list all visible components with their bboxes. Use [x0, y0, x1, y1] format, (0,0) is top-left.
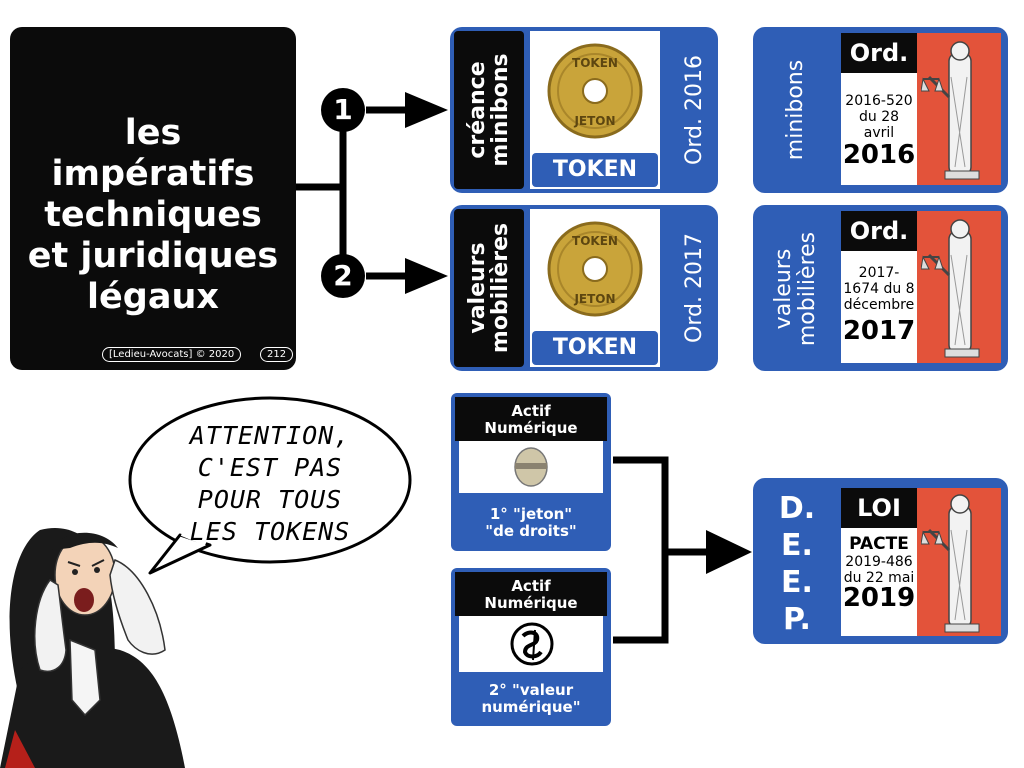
ord-detail-line: du 28 — [858, 109, 900, 125]
title-line-5: légaux — [87, 277, 219, 317]
lawyer-character-illustration — [0, 528, 185, 768]
token-card-2-image-area: TOKEN JETON TOKEN — [530, 209, 660, 367]
actif-card-1: Actif Numérique 1° "jeton" "de droits" — [451, 393, 611, 551]
coin-top-text: TOKEN — [572, 234, 618, 248]
token-coin-icon — [514, 447, 548, 487]
coin-bottom-text: JETON — [573, 292, 615, 306]
ord-card-2016-flag — [917, 33, 1001, 185]
token-label-2: TOKEN — [532, 331, 658, 365]
ord-label-1: Ord. 2016 — [682, 55, 707, 165]
loi-pacte-card: D. E. E. P. LOI PACTE 2019-486 du 22 mai… — [753, 478, 1008, 644]
actif-card-2-header: Actif Numérique — [455, 572, 607, 616]
ord-card-2017-year: 2017 — [842, 316, 916, 346]
loi-detail-line: du 22 mai — [843, 570, 915, 586]
token-card-2-side: valeurs mobilières — [454, 209, 524, 367]
loi-card-year: 2019 — [842, 583, 916, 613]
ord-detail-line: 2017- — [858, 265, 900, 281]
actif-card-1-header: Actif Numérique — [455, 397, 607, 441]
page-number: 212 — [260, 347, 294, 362]
token-label-1: TOKEN — [532, 153, 658, 187]
title-line-4: et juridiques — [27, 236, 279, 276]
token-coin-icon: TOKEN JETON — [547, 221, 643, 317]
ord-label-2: Ord. 2017 — [682, 233, 707, 343]
justice-statue-icon — [921, 41, 980, 180]
ord-card-2016-body: 2016-520 du 28 avril 2016 — [841, 73, 917, 185]
main-title-box: les impératifs techniques et juridiques … — [10, 27, 296, 370]
loi-card-body: PACTE 2019-486 du 22 mai 2019 — [841, 528, 917, 636]
ord-card-2016-side: minibons — [783, 59, 808, 161]
loi-detail-line: 2019-486 — [845, 554, 913, 570]
actif-card-2-footer: 2° "valeur numérique" — [481, 681, 581, 716]
title-line-2: impératifs — [51, 154, 255, 194]
security-token-icon — [510, 622, 554, 666]
ord-card-2017: valeurs mobilières Ord. 2017- 1674 du 8 … — [753, 205, 1008, 371]
token-card-1-side: créance minibons — [454, 31, 524, 189]
ord-detail-line: avril — [863, 125, 895, 141]
ord-card-2017-side: valeurs mobilières — [771, 231, 820, 347]
token-card-1: créance minibons TOKEN JETON TOKEN Ord. … — [450, 27, 718, 193]
credit-label: [Ledieu-Avocats] © 2020 — [102, 347, 242, 362]
ord-detail-line: 1674 du 8 — [843, 281, 915, 297]
actif-card-2-image — [459, 616, 603, 672]
ord-detail-line: 2016-520 — [845, 93, 913, 109]
speech-bubble — [128, 396, 412, 575]
actif-card-2: Actif Numérique 2° "valeur numérique" — [451, 568, 611, 726]
loi-card-title: PACTE — [849, 534, 909, 554]
branch-number-1: 1 — [321, 88, 365, 132]
token-card-1-side-text: créance minibons — [465, 53, 513, 167]
token-card-2-side-text: valeurs mobilières — [465, 222, 513, 354]
loi-card-header: LOI — [841, 488, 917, 528]
ord-detail-line: décembre — [843, 297, 915, 313]
token-card-2: valeurs mobilières TOKEN JETON TOKEN Ord… — [450, 205, 718, 371]
ord-card-2017-body: 2017- 1674 du 8 décembre 2017 — [841, 251, 917, 363]
ord-card-2017-flag — [917, 211, 1001, 363]
title-line-3: techniques — [44, 195, 262, 235]
loi-card-side-letters: D. E. E. P. — [778, 491, 816, 637]
speech-bubble-text: ATTENTION, C'EST PAS POUR TOUS LES TOKEN… — [189, 421, 351, 546]
loi-card-flag — [917, 488, 1001, 636]
title-line-1: les — [124, 113, 182, 153]
actif-card-1-footer: 1° "jeton" "de droits" — [485, 505, 577, 540]
token-coin-icon: TOKEN JETON — [547, 43, 643, 139]
ord-card-2016: minibons Ord. 2016-520 du 28 avril 2016 — [753, 27, 1008, 193]
actif-card-1-image — [459, 441, 603, 493]
token-card-1-image-area: TOKEN JETON TOKEN — [530, 31, 660, 189]
ord-card-2017-header: Ord. — [841, 211, 917, 251]
ord-card-2016-header: Ord. — [841, 33, 917, 73]
main-title: les impératifs techniques et juridiques … — [10, 113, 296, 318]
branch-number-2: 2 — [321, 254, 365, 298]
coin-top-text: TOKEN — [572, 56, 618, 70]
justice-statue-icon — [921, 219, 980, 358]
justice-statue-icon — [921, 494, 980, 633]
coin-bottom-text: JETON — [573, 114, 615, 128]
ord-card-2016-year: 2016 — [842, 140, 916, 170]
